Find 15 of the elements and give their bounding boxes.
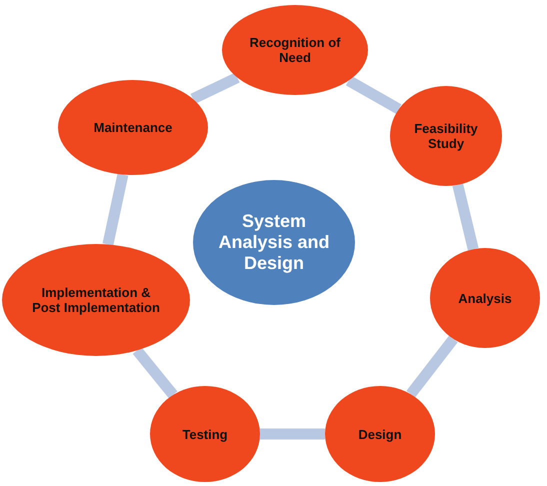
connector-bar bbox=[452, 184, 479, 250]
node-label: Maintenance bbox=[94, 120, 172, 135]
node-label: Recognition of Need bbox=[248, 35, 342, 65]
connector-bar bbox=[102, 173, 128, 246]
node-label: Implementation & Post Implementation bbox=[31, 285, 161, 315]
connector-bar bbox=[346, 76, 402, 114]
node-label: System Analysis and Design bbox=[217, 211, 331, 274]
node-label: Feasibility Study bbox=[413, 121, 479, 151]
connector-bar bbox=[406, 336, 458, 398]
node-label: Design bbox=[358, 426, 402, 442]
connector-bar bbox=[260, 428, 325, 440]
node-label: Analysis bbox=[458, 290, 512, 306]
connector-bar bbox=[190, 72, 240, 104]
connector-bar bbox=[132, 346, 178, 398]
node-label: Testing bbox=[182, 426, 228, 442]
